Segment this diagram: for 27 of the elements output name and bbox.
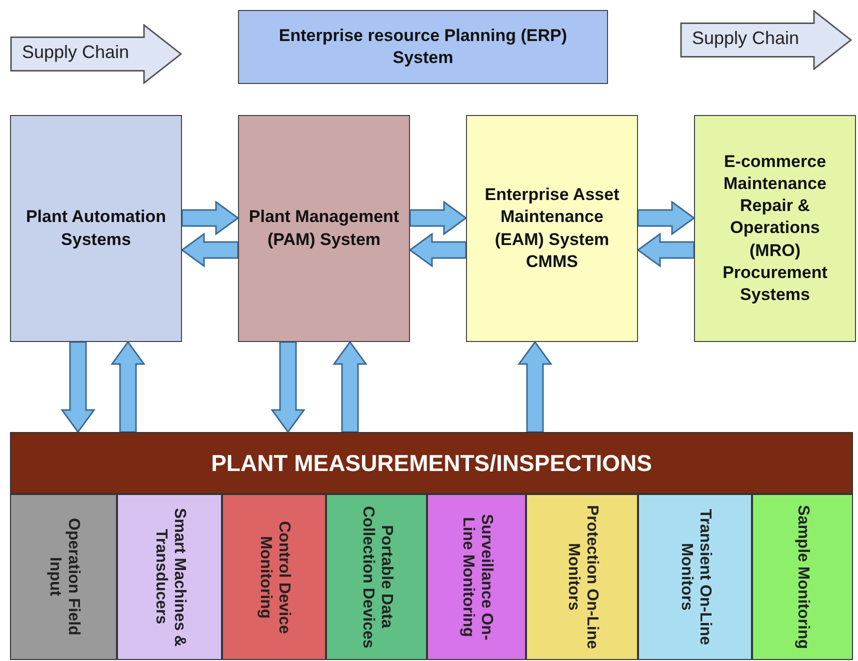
block-arrow xyxy=(636,232,695,268)
block-arrow xyxy=(408,232,467,268)
measurement-label: Surveillance On-Line Monitoring xyxy=(458,512,495,642)
block-arrow xyxy=(332,340,368,433)
system-box: Enterprise Asset Maintenance (EAM) System CMMS xyxy=(466,115,638,342)
measurement-label: Smart Machines & Transducers xyxy=(152,506,188,648)
supply-chain-label: Supply Chain xyxy=(22,41,130,64)
measurement-label: Transient On-Line Monitors xyxy=(677,508,714,647)
block-arrow xyxy=(518,340,552,433)
system-box: Plant Automation Systems xyxy=(10,115,182,342)
supply-chain-label: Supply Chain xyxy=(692,27,800,50)
system-box: E-commerce Maintenance Repair & Operations (MRO) Procurement Systems xyxy=(694,115,856,342)
measurement-label: Sample Monitoring xyxy=(794,505,812,649)
measurement-label: Portable Data Collection Devices xyxy=(358,504,395,650)
erp-box: Enterprise resource Planning (ERP) System xyxy=(238,10,608,84)
block-arrow xyxy=(409,200,468,236)
measurements-band: PLANT MEASUREMENTS/INSPECTIONS xyxy=(10,432,853,494)
measurement-label: Protection On-Line Monitors xyxy=(564,504,600,651)
block-arrow xyxy=(637,200,696,236)
system-box: Plant Management (PAM) System xyxy=(238,115,410,342)
measurement-label: Operation Field Input xyxy=(46,517,82,638)
block-arrow xyxy=(180,232,239,268)
block-arrow xyxy=(270,341,306,434)
block-arrow xyxy=(60,341,96,434)
measurement-label: Control Device Monitoring xyxy=(256,520,292,636)
block-arrow xyxy=(110,340,146,433)
block-arrow xyxy=(181,200,240,236)
